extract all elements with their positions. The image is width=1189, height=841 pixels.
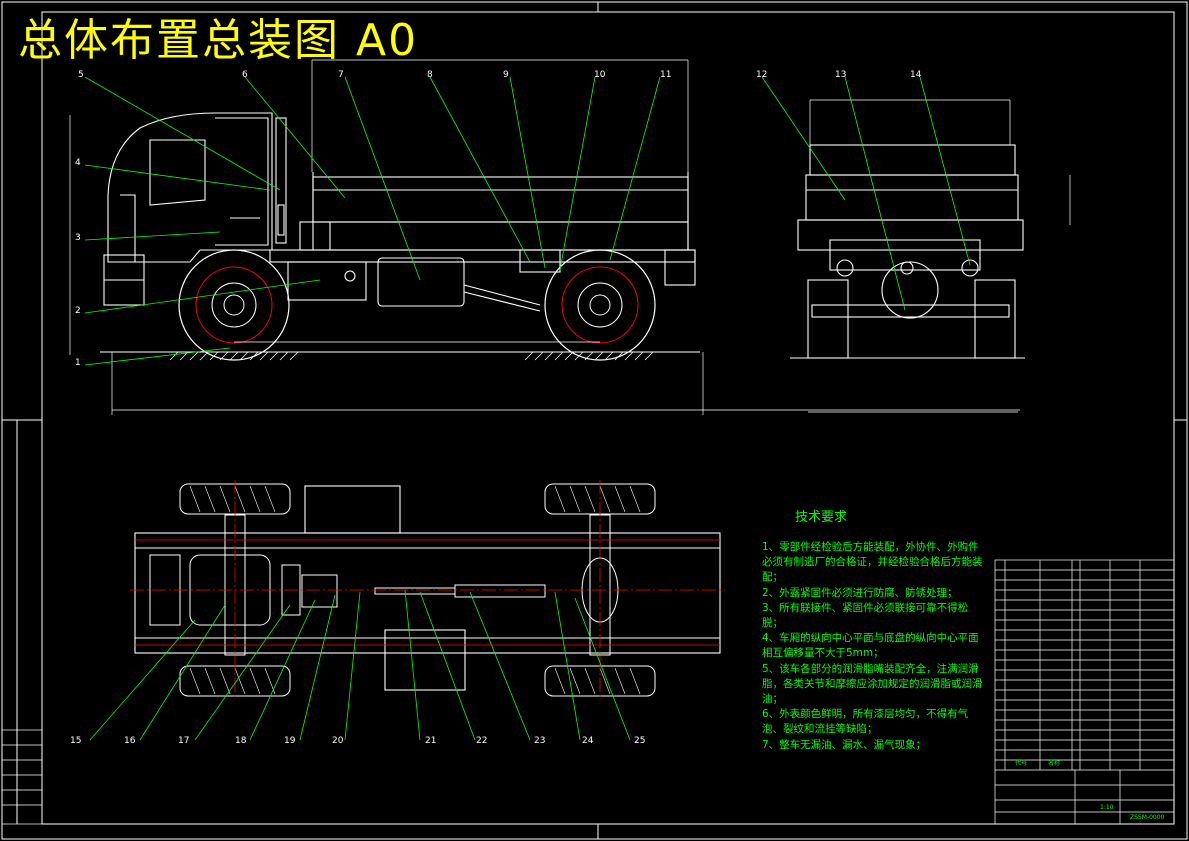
title-block-code-header: 代号 <box>1015 760 1028 767</box>
callout-number: 16 <box>124 736 136 746</box>
front-wheel <box>178 249 290 361</box>
side-view <box>100 112 700 353</box>
callout-number: 14 <box>910 70 922 80</box>
callout-number: 13 <box>835 70 847 80</box>
title-block-name-header: 名称 <box>1048 760 1061 767</box>
tech-requirement-item: 5、该车各部分的润滑脂嘴装配齐全，注满润滑脂，各类关节和摩擦应涂加规定的润滑脂或… <box>762 662 983 706</box>
callout-number: 24 <box>582 736 594 746</box>
tech-requirement-item: 2、外露紧固件必须进行防腐、防锈处理； <box>762 586 958 599</box>
rear-leaders <box>761 76 971 311</box>
plan-leaders <box>89 589 631 741</box>
tech-requirement-item: 7、整车无漏油、漏水、漏气现象； <box>762 738 927 751</box>
plan-view-frame <box>134 485 721 691</box>
rear-view <box>790 144 1025 359</box>
side-dimensions <box>69 59 1020 415</box>
ground-hatch-left <box>169 351 299 361</box>
title-block-scale: 1:10 <box>1100 804 1114 811</box>
left-revision-block <box>1 729 43 825</box>
rear-dimensions <box>808 99 1071 413</box>
side-leaders <box>84 76 661 366</box>
callout-number: 20 <box>332 736 344 746</box>
plan-tyre-treads <box>189 485 641 695</box>
callout-number: 19 <box>284 736 296 746</box>
callout-number: 11 <box>660 70 672 80</box>
callout-number: 1 <box>75 358 81 368</box>
callout-number: 8 <box>427 70 433 80</box>
callout-number: 3 <box>75 233 81 243</box>
callout-number: 9 <box>503 70 509 80</box>
callout-number: 23 <box>534 736 546 746</box>
callout-number: 21 <box>425 736 437 746</box>
callout-number: 10 <box>594 70 606 80</box>
plan-drivetrain <box>149 514 619 656</box>
callout-number: 12 <box>756 70 768 80</box>
callout-number: 15 <box>70 736 82 746</box>
title-block <box>994 559 1175 825</box>
tech-requirements-list: 1、零部件经检验后方能装配，外协件、外购件必须有制造厂的合格证，并经检验合格后方… <box>762 540 984 753</box>
drawing-title: 总体布置总装图 A0 <box>18 15 419 66</box>
tech-requirement-item: 1、零部件经检验后方能装配，外协件、外购件必须有制造厂的合格证，并经检验合格后方… <box>762 541 983 584</box>
callout-number: 18 <box>235 736 247 746</box>
callout-number: 25 <box>634 736 646 746</box>
title-block-drawing-number: ZSSM-0000 <box>1130 814 1165 821</box>
callout-number: 5 <box>78 70 84 80</box>
tech-requirement-item: 6、外表颜色鲜明，所有漆层均匀，不得有气泡、裂纹和流挂等缺陷； <box>762 708 969 736</box>
callout-number: 22 <box>476 736 488 746</box>
callout-number: 2 <box>75 306 81 316</box>
callout-number: 6 <box>242 70 248 80</box>
tech-requirements-heading: 技术要求 <box>795 510 848 525</box>
callout-number: 4 <box>75 158 81 168</box>
plan-centerlines <box>130 480 725 700</box>
tech-requirement-item: 4、车厢的纵向中心平面与底盘的纵向中心平面相互偏移量不大于5mm； <box>762 632 979 660</box>
rear-wheel <box>544 249 656 361</box>
callout-number: 17 <box>178 736 190 746</box>
tech-requirement-item: 3、所有联接件、紧固件必须联接可靠不得松脱； <box>762 601 969 630</box>
callout-number: 7 <box>338 70 344 80</box>
